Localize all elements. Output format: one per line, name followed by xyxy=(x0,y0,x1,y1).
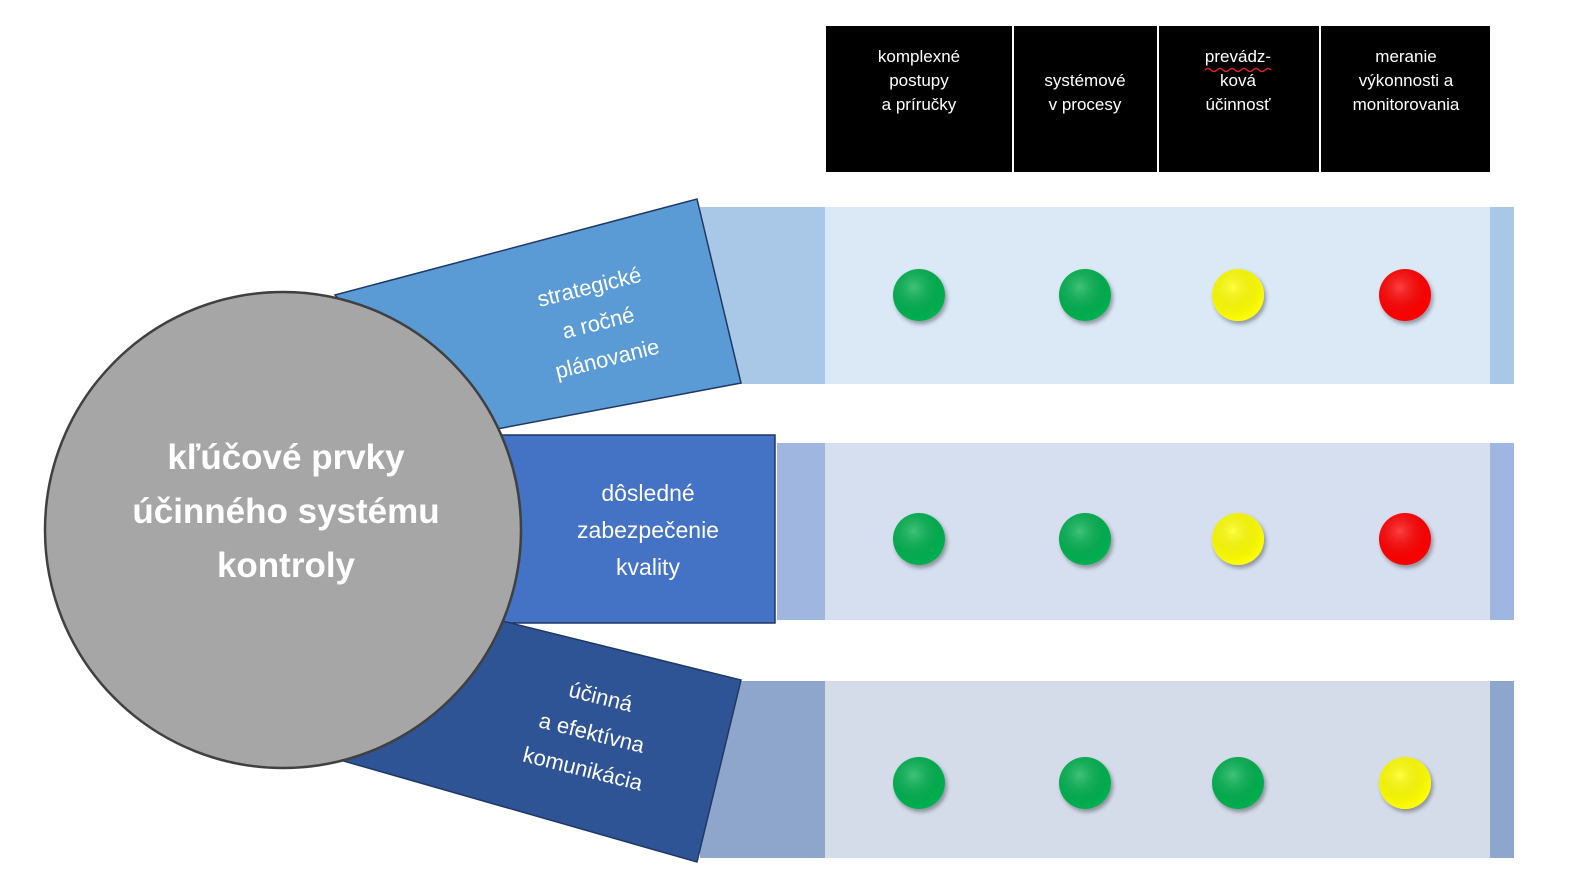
text-line: zabezpečenie xyxy=(577,517,719,543)
status-dot-highlight xyxy=(1212,269,1264,321)
status-dot-green xyxy=(1059,269,1111,321)
spellcheck-underline xyxy=(1204,67,1272,73)
status-dot-highlight xyxy=(893,757,945,809)
status-dot-highlight xyxy=(1379,757,1431,809)
column-headers: komplexné postupy a príručky systémové v pr… xyxy=(826,26,1490,172)
text-line: výkonnosti a xyxy=(1359,71,1454,90)
status-dot-highlight xyxy=(1379,513,1431,565)
text-line: monitorovania xyxy=(1353,95,1460,114)
status-dot-highlight xyxy=(1059,757,1111,809)
text-line: kľúčové prvky xyxy=(167,438,405,477)
status-dot-green xyxy=(893,513,945,565)
branch-label-quality-assurance: dôsledné zabezpečenie kvality xyxy=(577,480,719,580)
status-dot-yellow xyxy=(1379,757,1431,809)
status-dot-green xyxy=(1059,757,1111,809)
status-dot-highlight xyxy=(893,269,945,321)
column-header-label-2: systémové v procesy xyxy=(1044,71,1125,114)
status-dot-highlight xyxy=(1212,513,1264,565)
text-line: účinného systému xyxy=(132,492,439,531)
status-dot-yellow xyxy=(1212,513,1264,565)
status-dot-green xyxy=(893,269,945,321)
column-header-2 xyxy=(1014,26,1157,172)
status-dot-green xyxy=(1059,513,1111,565)
column-header-label-4: meranie výkonnosti a monitorovania xyxy=(1353,47,1460,114)
column-header-4 xyxy=(1321,26,1490,172)
column-header-label-1: komplexné postupy a príručky xyxy=(878,47,960,114)
status-dots xyxy=(893,269,1431,809)
center-circle xyxy=(43,290,523,770)
status-dot-green xyxy=(893,757,945,809)
status-dot-red xyxy=(1379,513,1431,565)
text-line: meranie xyxy=(1375,47,1436,66)
text-line: dôsledné xyxy=(601,480,694,506)
text-line: postupy xyxy=(889,71,949,90)
status-dot-highlight xyxy=(1059,513,1111,565)
text-line: komplexné xyxy=(878,47,960,66)
status-dot-green xyxy=(1212,757,1264,809)
text-line: kontroly xyxy=(217,546,356,585)
text-line: systémové xyxy=(1044,71,1125,90)
column-header-1 xyxy=(826,26,1012,172)
text-line: prevádz- xyxy=(1205,47,1271,66)
status-dot-highlight xyxy=(1059,269,1111,321)
text-line: v procesy xyxy=(1049,95,1122,114)
text-line: a príručky xyxy=(882,95,957,114)
status-dot-highlight xyxy=(1212,757,1264,809)
text-line: ková xyxy=(1220,71,1256,90)
column-header-label-3: prevádz-ková účinnosť xyxy=(1205,47,1271,114)
status-dot-highlight xyxy=(1379,269,1431,321)
status-dot-highlight xyxy=(893,513,945,565)
column-header-3 xyxy=(1159,26,1319,172)
status-dot-red xyxy=(1379,269,1431,321)
text-line: kvality xyxy=(616,554,680,580)
center-title: kľúčové prvky účinného systému kontroly xyxy=(132,438,439,585)
status-dot-yellow xyxy=(1212,269,1264,321)
text-line: účinnosť xyxy=(1206,95,1272,114)
